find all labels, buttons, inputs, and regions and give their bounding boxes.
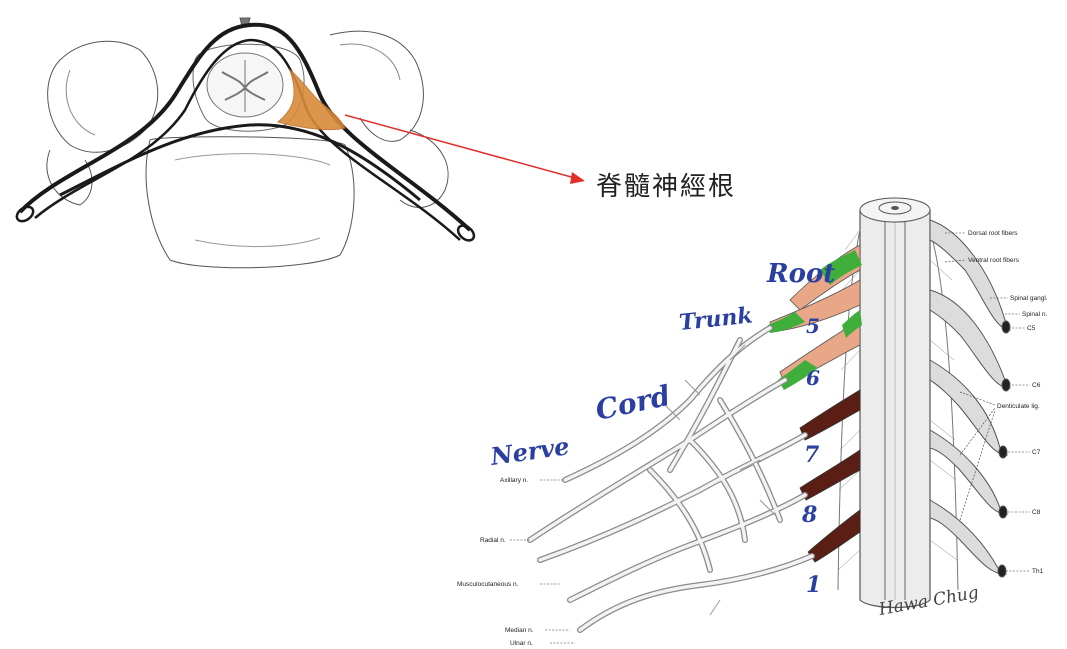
vertebral-body (146, 137, 354, 268)
label-c7: C7 (1032, 449, 1041, 456)
label-dorsal-root-fibers: Dorsal root fibers (968, 230, 1018, 237)
label-spinal-ganglion: Spinal gangl. (1010, 295, 1048, 302)
plexus-branches (530, 328, 812, 630)
label-c5: C5 (1027, 325, 1036, 332)
label-th1: Th1 (1032, 568, 1044, 575)
root-c7 (800, 390, 860, 440)
label-nerve: Nerve (488, 431, 571, 471)
label-th1-number: 1 (806, 572, 821, 598)
spinal-cord-section (207, 53, 283, 117)
left-transverse-process (48, 41, 158, 152)
label-radial-nerve: Radial n. (480, 537, 506, 544)
label-root: Root (766, 259, 835, 289)
right-spinal-nerves (930, 220, 1010, 577)
label-c6-number: 6 (806, 366, 820, 390)
label-cord: Cord (593, 379, 674, 427)
callout-arrow (345, 115, 585, 184)
callout-label: 脊髓神經根 (596, 172, 736, 202)
right-transverse-process (330, 31, 423, 141)
label-trunk: Trunk (678, 302, 754, 336)
label-c7-number: 7 (804, 442, 820, 468)
label-c8-number: 8 (801, 502, 817, 528)
label-musculocutaneous-nerve: Musculocutaneous n. (457, 581, 519, 588)
label-spinal-nerve: Spinal n. (1022, 311, 1047, 318)
label-c6: C6 (1032, 382, 1041, 389)
label-ulnar-nerve: Ulnar n. (510, 640, 533, 647)
inner-nerve-arc (60, 125, 420, 200)
label-axillary-nerve: Axillary n. (500, 477, 528, 484)
label-median-nerve: Median n. (505, 627, 534, 634)
label-ventral-root-fibers: Ventral root fibers (968, 257, 1020, 264)
vertebra-sketch (14, 18, 477, 268)
label-c5-number: 5 (806, 314, 820, 338)
label-c8: C8 (1032, 509, 1041, 516)
label-denticulate-lig: Denticulate lig. (997, 403, 1040, 410)
